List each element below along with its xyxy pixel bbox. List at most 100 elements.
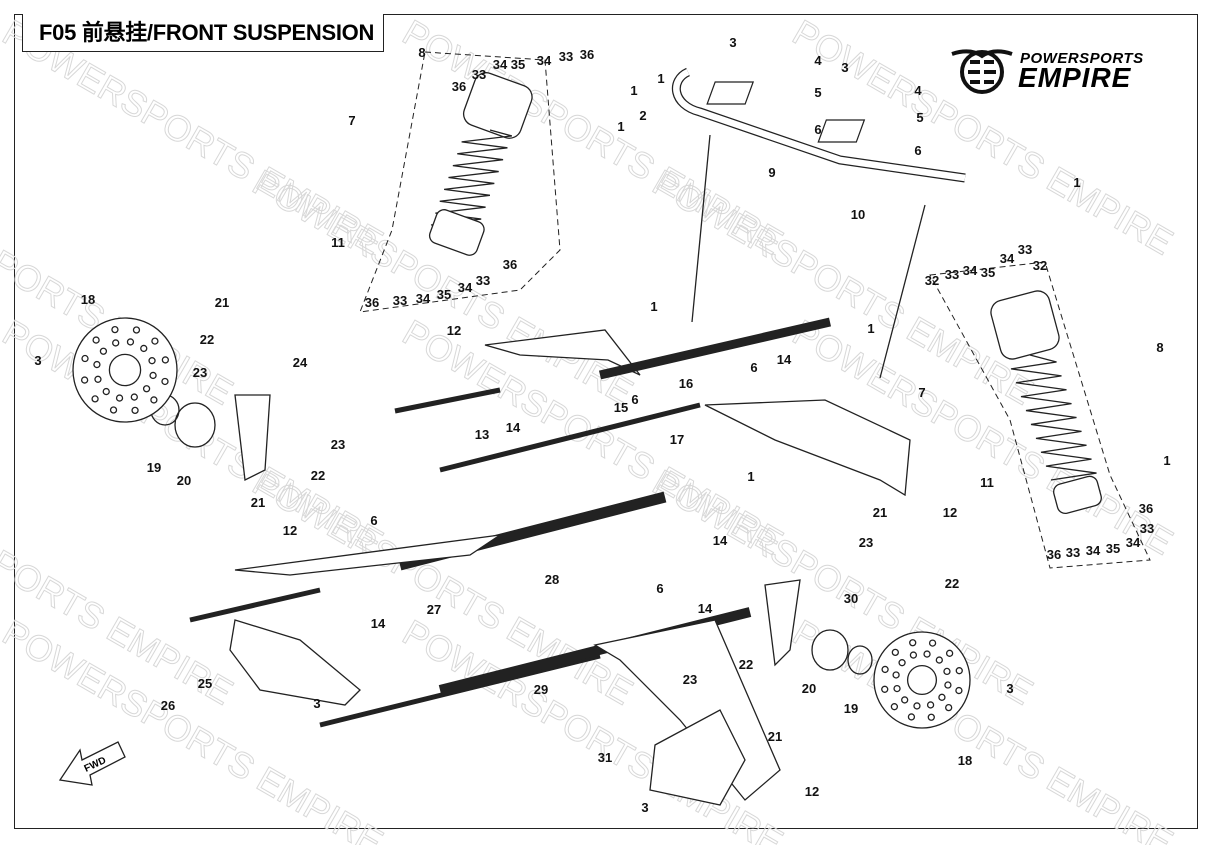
shock-group-outline (359, 51, 561, 313)
callout-1: 1 (657, 71, 664, 86)
callout-22: 22 (945, 576, 959, 591)
disc-hole (91, 395, 99, 403)
forward-direction-arrow (58, 741, 126, 786)
callout-35: 35 (437, 287, 451, 302)
brake-disc-left (72, 317, 178, 423)
callout-24: 24 (293, 355, 308, 370)
callout-36: 36 (1139, 501, 1153, 516)
callout-1: 1 (1073, 175, 1080, 190)
disc-hole (881, 685, 889, 693)
skid-plate-right (649, 709, 746, 806)
disc-hole (909, 639, 917, 647)
callout-14: 14 (506, 420, 521, 435)
callout-20: 20 (177, 473, 191, 488)
disc-hole (955, 686, 963, 695)
snap-ring (847, 645, 873, 675)
callout-3: 3 (34, 353, 41, 368)
callout-22: 22 (739, 657, 753, 672)
bracket (817, 119, 866, 143)
disc-hole (130, 393, 138, 401)
callout-21: 21 (873, 505, 887, 520)
disc-hole (955, 667, 963, 675)
disc-hole (928, 639, 937, 647)
disc-hole (161, 356, 170, 364)
callout-34: 34 (416, 291, 431, 306)
disc-hole (131, 406, 139, 415)
disc-hole (890, 703, 899, 711)
disc-hole (881, 665, 889, 674)
disc-hole (913, 702, 921, 710)
watermark-text: POWERSPORTS EMPIRE (0, 611, 390, 845)
callout-14: 14 (698, 601, 713, 616)
disc-hole (909, 651, 918, 659)
callout-19: 19 (844, 701, 858, 716)
callout-15: 15 (614, 400, 628, 415)
callout-1: 1 (1163, 453, 1170, 468)
callout-1: 1 (617, 119, 624, 134)
callout-12: 12 (943, 505, 957, 520)
callout-6: 6 (370, 513, 377, 528)
disc-hole (93, 360, 101, 369)
steering-knuckle-right (764, 579, 801, 667)
disc-hole (92, 336, 100, 344)
callout-22: 22 (200, 332, 214, 347)
disc-hole (150, 396, 158, 404)
callout-16: 16 (679, 376, 693, 391)
disc-hole (112, 339, 120, 347)
bearing-left (174, 402, 216, 448)
disc-hole (115, 394, 124, 402)
callout-5: 5 (916, 110, 923, 125)
logo-line2: EMPIRE (1018, 62, 1132, 93)
callout-3: 3 (641, 800, 648, 815)
callout-33: 33 (1140, 521, 1154, 536)
callout-1: 1 (747, 469, 754, 484)
disc-hole (80, 376, 89, 384)
callout-33: 33 (393, 293, 407, 308)
callout-8: 8 (418, 45, 425, 60)
callout-30: 30 (844, 591, 858, 606)
callout-8: 8 (1156, 340, 1163, 355)
disc-hole (945, 649, 954, 657)
callout-34: 34 (1126, 535, 1141, 550)
disc-hole (148, 357, 156, 365)
callout-12: 12 (447, 323, 461, 338)
callout-12: 12 (283, 523, 297, 538)
callout-21: 21 (215, 295, 229, 310)
callout-36: 36 (580, 47, 594, 62)
disc-hole (945, 703, 953, 712)
disc-hole (140, 344, 148, 353)
shock-group-outline (929, 261, 1151, 569)
stabilizer-link-left (691, 134, 711, 323)
steering-knuckle-left (234, 394, 271, 481)
callout-14: 14 (371, 616, 386, 631)
callout-23: 23 (683, 672, 697, 687)
callout-6: 6 (631, 392, 638, 407)
callout-36: 36 (503, 257, 517, 272)
disc-hole (149, 371, 157, 380)
disc-hole (935, 656, 943, 664)
callout-11: 11 (980, 475, 994, 490)
callout-21: 21 (251, 495, 265, 510)
callout-32: 32 (1033, 258, 1047, 273)
callout-12: 12 (805, 784, 819, 799)
disc-hole (923, 650, 931, 658)
disc-hole (901, 696, 909, 704)
callout-34: 34 (963, 263, 978, 278)
callout-18: 18 (81, 292, 95, 307)
callout-34: 34 (537, 53, 552, 68)
callout-23: 23 (859, 535, 873, 550)
callout-34: 34 (1086, 543, 1101, 558)
callout-36: 36 (1047, 547, 1061, 562)
disc-hole (99, 347, 108, 355)
callout-6: 6 (814, 122, 821, 137)
callout-34: 34 (458, 280, 473, 295)
logo-line1: POWERSPORTS (1020, 50, 1144, 67)
disc-hole (892, 671, 900, 679)
callout-35: 35 (511, 57, 525, 72)
callout-25: 25 (198, 676, 212, 691)
skid-plate-left (229, 619, 361, 706)
disc-hole (944, 681, 952, 689)
disc-hole (111, 325, 119, 334)
callout-6: 6 (750, 360, 757, 375)
